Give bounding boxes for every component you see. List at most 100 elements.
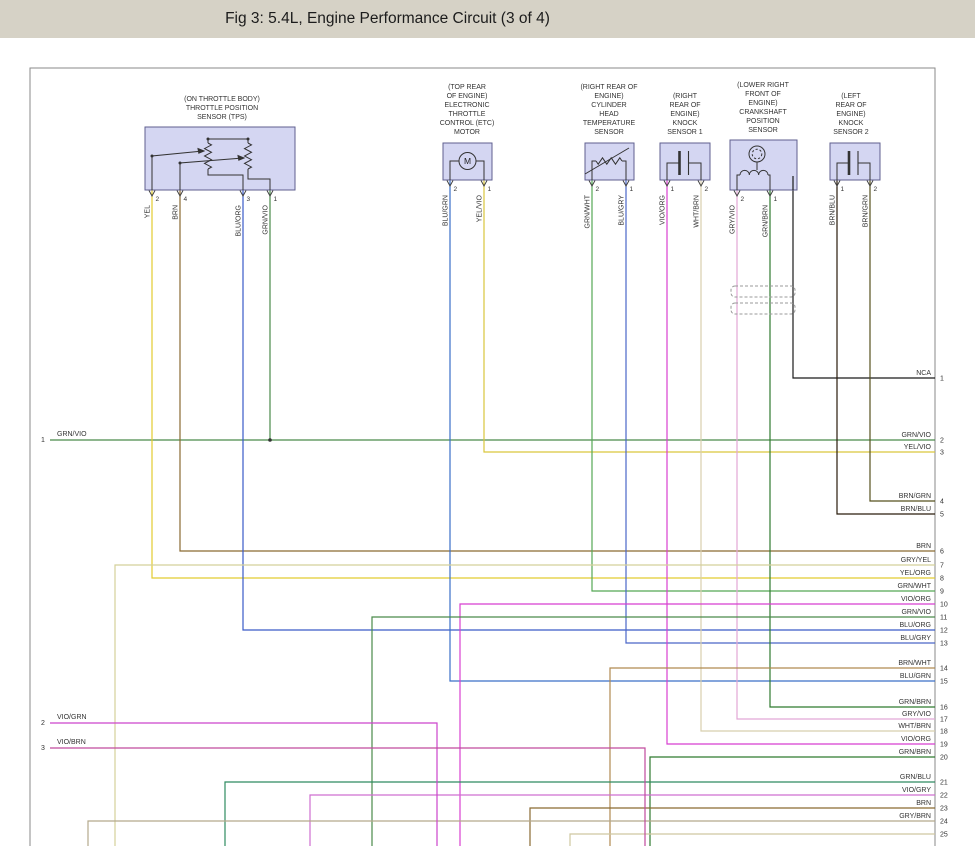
right-pin-number: 23 (940, 806, 948, 813)
pin-wire-label: BRN/BLU (830, 195, 837, 225)
throttle-position-sensor-label: THROTTLE POSITION (186, 105, 258, 112)
pin-number: 2 (741, 196, 745, 203)
wire-vio-org-2 (459, 603, 935, 846)
knock-sensor-1-label: (RIGHT (673, 93, 698, 100)
right-pin-number: 22 (940, 793, 948, 800)
knock-sensor-1-label: ENGINE) (670, 111, 699, 118)
cylinder-head-temperature-sensor-label: (RIGHT REAR OF (580, 84, 637, 91)
pin-wire-label: BRN/GRN (863, 195, 870, 227)
right-wire-label: BRN (916, 800, 931, 807)
etc-motor-label: THROTTLE (449, 111, 486, 118)
diagram-frame (29, 67, 936, 846)
pin-number: 1 (671, 186, 675, 193)
symbol-line (476, 160, 485, 180)
pin-arrow-icon (833, 180, 841, 188)
pin-wire-label: GRN/WHT (585, 194, 592, 228)
pin-number: 2 (454, 186, 458, 193)
knock-sensor-2-label: ENGINE) (836, 111, 865, 118)
left-wire-label: VIO/GRN (57, 714, 87, 721)
wire-grn-brn-ckp (769, 190, 935, 708)
right-pin-number: 18 (940, 729, 948, 736)
right-pin-number: 20 (940, 755, 948, 762)
right-pin-number: 4 (940, 499, 944, 506)
throttle-position-sensor-box (144, 126, 296, 191)
junction-dot (268, 438, 272, 442)
knock-sensor-1-label: SENSOR 1 (667, 129, 703, 136)
junction-dot (178, 161, 182, 165)
cylinder-head-temperature-sensor-label: SENSOR (594, 129, 624, 136)
wire-grn-vio-2 (371, 616, 935, 846)
crankshaft-position-sensor-label: FRONT OF (745, 91, 781, 98)
etc-motor-label: MOTOR (454, 129, 480, 136)
potentiometer-symbol (203, 142, 213, 170)
right-pin-number: 13 (940, 641, 948, 648)
symbol-line (207, 138, 249, 143)
right-wire-label: YEL/ORG (900, 570, 931, 577)
pin-arrow-icon (588, 180, 596, 188)
right-pin-number: 19 (940, 742, 948, 749)
right-pin-number: 10 (940, 602, 948, 609)
thermistor-symbol (595, 156, 623, 166)
wire-brn-tps (179, 190, 935, 552)
pin-number: 2 (596, 186, 600, 193)
left-pin-number: 2 (41, 720, 45, 727)
right-wire-label: BLU/GRY (900, 635, 931, 642)
pin-number: 2 (705, 186, 709, 193)
right-wire-label: BLU/ORG (899, 622, 931, 629)
pin-number: 2 (874, 186, 878, 193)
right-wire-label: BRN/BLU (901, 506, 931, 513)
throttle-position-sensor-label: (ON THROTTLE BODY) (184, 96, 260, 103)
right-wire-label: GRY/YEL (901, 557, 931, 564)
wire-blu-grn-etc (449, 180, 935, 682)
etc-motor-label: CONTROL (ETC) (440, 120, 495, 127)
knock-sensor-2-label: KNOCK (839, 120, 864, 127)
knock-sensor-2-label: SENSOR 2 (833, 129, 869, 136)
pin-number: 1 (274, 196, 278, 203)
symbol-line (622, 160, 627, 180)
arrow-head (197, 147, 206, 154)
right-wire-label: GRN/VIO (901, 432, 931, 439)
wire-row25 (569, 833, 935, 846)
pin-arrow-icon (148, 190, 156, 198)
right-wire-label: GRN/BRN (899, 749, 931, 756)
pickup-coil (739, 169, 769, 176)
wire-gry-brn (87, 820, 935, 846)
right-wire-label: VIO/ORG (901, 596, 931, 603)
cylinder-head-temperature-sensor-label: HEAD (599, 111, 618, 118)
pin-number: 1 (841, 186, 845, 193)
right-wire-label: GRY/BRN (899, 813, 931, 820)
right-wire-label: YEL/VIO (904, 444, 932, 451)
right-pin-number: 11 (940, 615, 947, 622)
inline-connector (730, 285, 796, 298)
right-pin-number: 14 (940, 666, 948, 673)
wire-wht-brn-knock1 (700, 180, 935, 732)
pin-arrow-icon (446, 180, 454, 188)
right-pin-number: 1 (940, 376, 944, 383)
right-wire-label: BRN (916, 543, 931, 550)
right-wire-label: GRY/VIO (902, 711, 932, 718)
pin-wire-label: VIO/ORG (660, 195, 667, 225)
motor-m: M (464, 156, 471, 166)
right-wire-label: BLU/GRN (900, 673, 931, 680)
pin-arrow-icon (622, 180, 630, 188)
pin-wire-label: GRN/BRN (763, 205, 770, 237)
wire-yel-tps (151, 190, 935, 579)
right-wire-label: NCA (916, 370, 931, 377)
junction-dot (206, 137, 210, 141)
right-pin-number: 24 (940, 819, 948, 826)
right-wire-label: GRN/VIO (901, 609, 931, 616)
knock-sensor-2-label: (LEFT (841, 93, 861, 100)
wire-yel-vio-etc (483, 180, 935, 453)
wire-vio-grn-left (50, 722, 438, 846)
pin-number: 2 (156, 196, 160, 203)
pin-number: 3 (247, 196, 251, 203)
right-pin-number: 5 (940, 512, 944, 519)
reluctor-teeth (751, 148, 763, 160)
pin-wire-label: WHT/BRN (694, 195, 701, 228)
right-pin-number: 16 (940, 705, 948, 712)
symbol-line (591, 160, 596, 180)
right-wire-label: BRN/WHT (898, 660, 931, 667)
crankshaft-position-sensor-label: (LOWER RIGHT (737, 82, 789, 89)
right-pin-number: 15 (940, 679, 948, 686)
